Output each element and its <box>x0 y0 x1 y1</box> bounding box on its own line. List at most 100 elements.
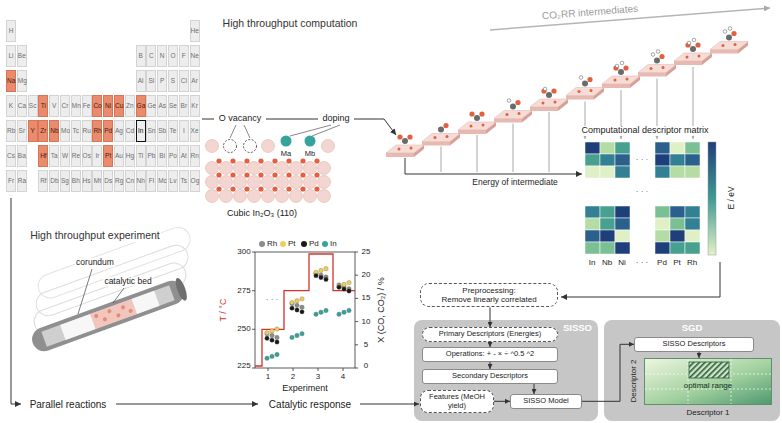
matrix-cell <box>600 218 615 230</box>
catalyst-slab <box>530 87 568 111</box>
oxygen-atom <box>623 65 628 70</box>
box-text: Secondary Descriptors <box>426 372 554 381</box>
element-cell: Bh <box>71 170 81 192</box>
oxygen-atom <box>722 44 725 47</box>
oxygen-atom <box>244 186 249 191</box>
element-cell: Ar <box>190 70 200 92</box>
indium-atom <box>234 190 247 203</box>
matrix-cell <box>685 230 700 242</box>
oxygen-atom <box>286 158 291 163</box>
data-point <box>295 308 299 312</box>
data-point <box>265 336 269 340</box>
slab-top <box>494 111 532 119</box>
element-cell: Pt <box>103 145 113 167</box>
indium-atom <box>318 190 331 203</box>
element-cell: Nh <box>136 170 146 192</box>
element-cell: K <box>6 95 16 117</box>
data-point <box>342 310 346 314</box>
element-cell: Ag <box>114 120 124 142</box>
hydrogen-atom <box>651 53 655 57</box>
box-text: optimal range <box>645 382 771 391</box>
oxygen-atom <box>551 88 556 93</box>
legend-swatch <box>259 241 265 247</box>
matrix-cell <box>615 154 630 166</box>
part-label: corundum <box>75 258 115 267</box>
hydrogen-atom <box>656 50 660 54</box>
indium-atom <box>262 190 275 203</box>
corundum-section <box>60 314 96 340</box>
matrix-title: Computational descriptor matrix <box>580 126 709 136</box>
slab-top <box>638 65 676 73</box>
tick-label: 275 <box>237 286 250 295</box>
bracket-line <box>290 125 331 136</box>
oxygen-atom <box>443 123 448 128</box>
indium-atom <box>276 176 289 189</box>
data-point <box>270 333 274 337</box>
indium-atom <box>290 190 303 203</box>
element-cell: Zr <box>38 120 48 142</box>
leader-line <box>113 288 124 303</box>
matrix-cell <box>585 206 600 218</box>
corundum-section <box>132 291 160 314</box>
axis-title: Descriptor 1 <box>686 409 729 418</box>
column-label: Nb <box>602 259 612 268</box>
data-point <box>337 285 341 289</box>
hydrogen-atom <box>723 30 727 34</box>
data-point <box>347 280 351 284</box>
element-cell: Ru <box>82 120 92 142</box>
slab-face <box>566 96 594 100</box>
data-point <box>324 267 328 271</box>
annotation: Energy of intermediate <box>471 178 559 187</box>
oxygen-atom <box>590 89 593 92</box>
slab-face <box>494 119 522 123</box>
matrix-cell <box>655 142 670 154</box>
element-cell: Li <box>6 45 16 67</box>
data-box: SISSO Descriptors <box>634 337 754 352</box>
catalyst-slab <box>422 123 460 146</box>
slab-top <box>674 53 712 61</box>
indium-atom <box>290 162 303 175</box>
matrix-cell <box>670 242 685 254</box>
tick-label: 5 <box>364 340 368 349</box>
matrix-cell <box>600 166 615 178</box>
element-cell: Cl <box>179 70 189 92</box>
matrix-cell <box>615 218 630 230</box>
axis-title: Descriptor 2 <box>630 359 639 402</box>
indium-atom <box>220 190 233 203</box>
colorbar <box>708 142 716 255</box>
tick-label: 0 <box>364 362 368 371</box>
element-cell: Rn <box>190 145 200 167</box>
slab-top <box>386 145 424 153</box>
legend-text: In <box>330 240 337 249</box>
element-cell: Po <box>168 145 178 167</box>
catalyst-slab <box>566 76 604 100</box>
element-cell: Ds <box>103 170 113 192</box>
indium-atom <box>206 140 219 153</box>
data-point <box>300 310 304 314</box>
legend-swatch <box>301 241 307 247</box>
slab-face <box>602 84 630 88</box>
data-point <box>265 356 269 360</box>
element-cell: V <box>49 95 59 117</box>
tick-label: 225 <box>237 362 250 371</box>
element-cell: Bi <box>157 145 167 167</box>
plot-frame <box>255 252 355 368</box>
data-point <box>324 308 328 312</box>
oxygen-atom <box>314 186 319 191</box>
matrix-cell <box>600 206 615 218</box>
tick-label: 4 <box>341 373 345 382</box>
matrix-cell <box>685 242 700 254</box>
oxygen-atom <box>650 67 653 70</box>
atom-label: Mb <box>304 150 316 158</box>
catalyst-bed <box>90 299 137 329</box>
element-cell: I <box>179 120 189 142</box>
element-cell: F <box>179 45 189 67</box>
oxygen-atom <box>286 186 291 191</box>
ellipsis: · · · <box>636 156 648 165</box>
connector <box>534 384 535 394</box>
oxygen-atom <box>446 135 449 138</box>
process-box: Preprocessing:Remove linearly correlated <box>420 283 558 307</box>
oxygen-atom <box>518 112 521 115</box>
oxygen-atom <box>216 186 221 191</box>
slab-top <box>602 76 640 84</box>
